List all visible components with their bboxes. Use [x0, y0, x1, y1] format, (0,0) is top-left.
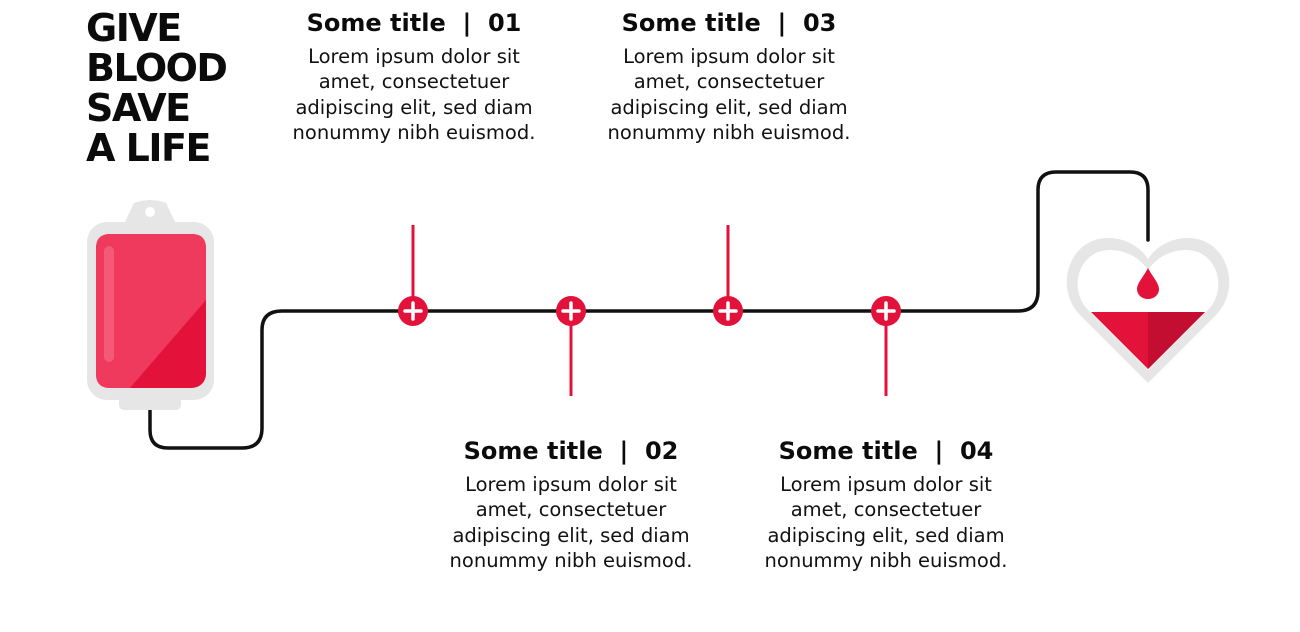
step-number: 03: [802, 9, 837, 37]
step-number: 02: [644, 437, 679, 465]
headline: GIVE BLOOD SAVE A LIFE: [86, 6, 228, 170]
headline-line: GIVE: [86, 6, 182, 50]
plus-marker-icon: [398, 296, 428, 326]
blood-drop-icon: [1137, 268, 1159, 299]
step-title-text: Some title: [778, 437, 918, 465]
plus-marker-icon: [871, 296, 901, 326]
step-title: Some title | 04: [736, 436, 1036, 466]
headline-line: A LIFE: [86, 126, 211, 170]
step-separator: |: [777, 9, 787, 37]
step-description: Lorem ipsum dolor sit amet, consectetuer…: [292, 45, 536, 144]
step-4: Some title | 04 Lorem ipsum dolor sit am…: [736, 436, 1036, 573]
step-title-text: Some title: [306, 9, 446, 37]
step-title: Some title | 01: [264, 8, 564, 38]
step-separator: |: [934, 437, 944, 465]
heart-icon: [1066, 238, 1230, 383]
step-title: Some title | 03: [579, 8, 879, 38]
step-number: 01: [487, 9, 522, 37]
step-description: Lorem ipsum dolor sit amet, consectetuer…: [449, 473, 693, 572]
headline-line: BLOOD: [86, 46, 228, 90]
tube-line: [148, 170, 1150, 450]
step-3: Some title | 03 Lorem ipsum dolor sit am…: [579, 8, 879, 145]
blood-bag-icon: [87, 200, 214, 410]
step-title: Some title | 02: [421, 436, 721, 466]
step-title-text: Some title: [463, 437, 603, 465]
step-title-text: Some title: [621, 9, 761, 37]
plus-marker-icon: [713, 296, 743, 326]
step-description: Lorem ipsum dolor sit amet, consectetuer…: [607, 45, 851, 144]
step-separator: |: [462, 9, 472, 37]
step-1: Some title | 01 Lorem ipsum dolor sit am…: [264, 8, 564, 145]
step-number: 04: [959, 437, 994, 465]
step-2: Some title | 02 Lorem ipsum dolor sit am…: [421, 436, 721, 573]
headline-line: SAVE: [86, 86, 191, 130]
plus-marker-icon: [556, 296, 586, 326]
step-description: Lorem ipsum dolor sit amet, consectetuer…: [764, 473, 1008, 572]
step-separator: |: [619, 437, 629, 465]
